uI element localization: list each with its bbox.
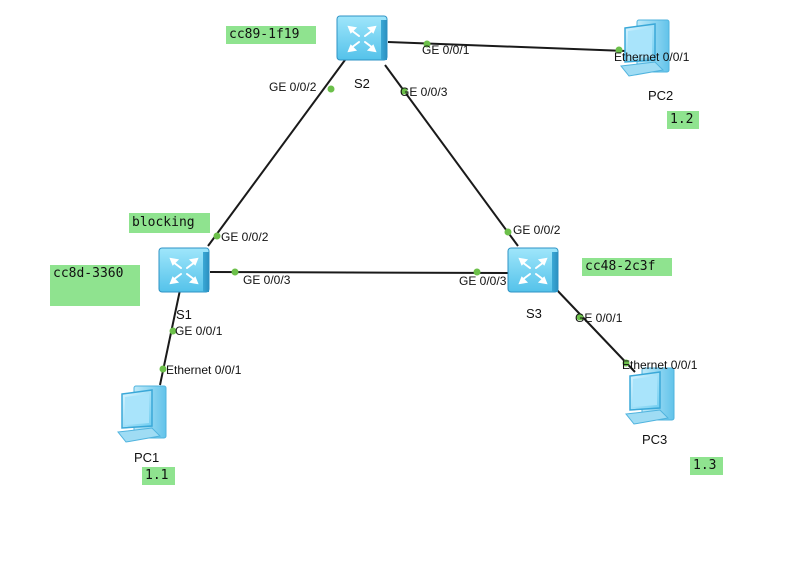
link-s3-pc3[interactable] [554,287,636,373]
note-s2-mac: cc89-1f19 [226,26,316,44]
port-label-s2-ge002: GE 0/0/2 [269,80,317,94]
pc-icon [117,385,167,443]
switch-s3[interactable] [507,247,559,293]
port-dot-s3-ge003 [473,268,481,276]
port-dot-s3-ge002 [504,228,512,236]
device-label-s3: S3 [526,306,542,321]
device-label-s2: S2 [354,76,370,91]
port-label-s3-ge002: GE 0/0/2 [513,223,561,237]
pc-pc3[interactable] [625,367,675,425]
port-dot-pc2-eth [615,46,623,54]
pc-pc2[interactable] [620,19,670,77]
switch-s2[interactable] [336,15,388,61]
port-label-s2-ge001: GE 0/0/1 [422,43,470,57]
note-pc1-ip: 1.1 [142,467,175,485]
port-dot-pc3-eth [622,359,630,367]
port-dot-s2-ge003 [400,87,408,95]
pc-icon [625,367,675,425]
port-label-s1-ge002: GE 0/0/2 [221,230,269,244]
device-label-pc1: PC1 [134,450,159,465]
port-dot-s2-ge001 [423,40,431,48]
switch-icon [336,15,388,61]
port-dot-s1-ge002 [213,232,221,240]
port-dot-s1-ge001 [169,327,177,335]
note-s1-state: blocking [129,213,210,233]
port-dot-s2-ge002 [327,85,335,93]
port-label-s1-ge003: GE 0/0/3 [243,273,291,287]
port-label-pc2-eth: Ethernet 0/0/1 [614,50,690,64]
link-s2-s3[interactable] [384,64,519,247]
port-label-s3-ge003: GE 0/0/3 [459,274,507,288]
device-label-s1: S1 [176,307,192,322]
port-label-s2-ge003: GE 0/0/3 [400,85,448,99]
port-label-pc1-eth: Ethernet 0/0/1 [166,363,242,377]
note-pc2-ip: 1.2 [667,111,699,129]
switch-icon [158,247,210,293]
switch-icon [507,247,559,293]
device-label-pc3: PC3 [642,432,667,447]
link-s1-s3[interactable] [209,271,511,274]
port-dot-pc1-eth [159,365,167,373]
link-s2-s1[interactable] [207,59,346,247]
port-label-s3-ge001: GE 0/0/1 [575,311,623,325]
device-label-pc2: PC2 [648,88,673,103]
port-dot-s1-ge003 [231,268,239,276]
switch-s1[interactable] [158,247,210,293]
port-dot-s3-ge001 [576,313,584,321]
note-s3-mac: cc48-2c3f [582,258,672,276]
port-label-pc3-eth: Ethernet 0/0/1 [622,358,698,372]
port-label-s1-ge001: GE 0/0/1 [175,324,223,338]
pc-icon [620,19,670,77]
note-s1-mac: cc8d-3360 [50,265,140,306]
pc-pc1[interactable] [117,385,167,443]
note-pc3-ip: 1.3 [690,457,723,475]
